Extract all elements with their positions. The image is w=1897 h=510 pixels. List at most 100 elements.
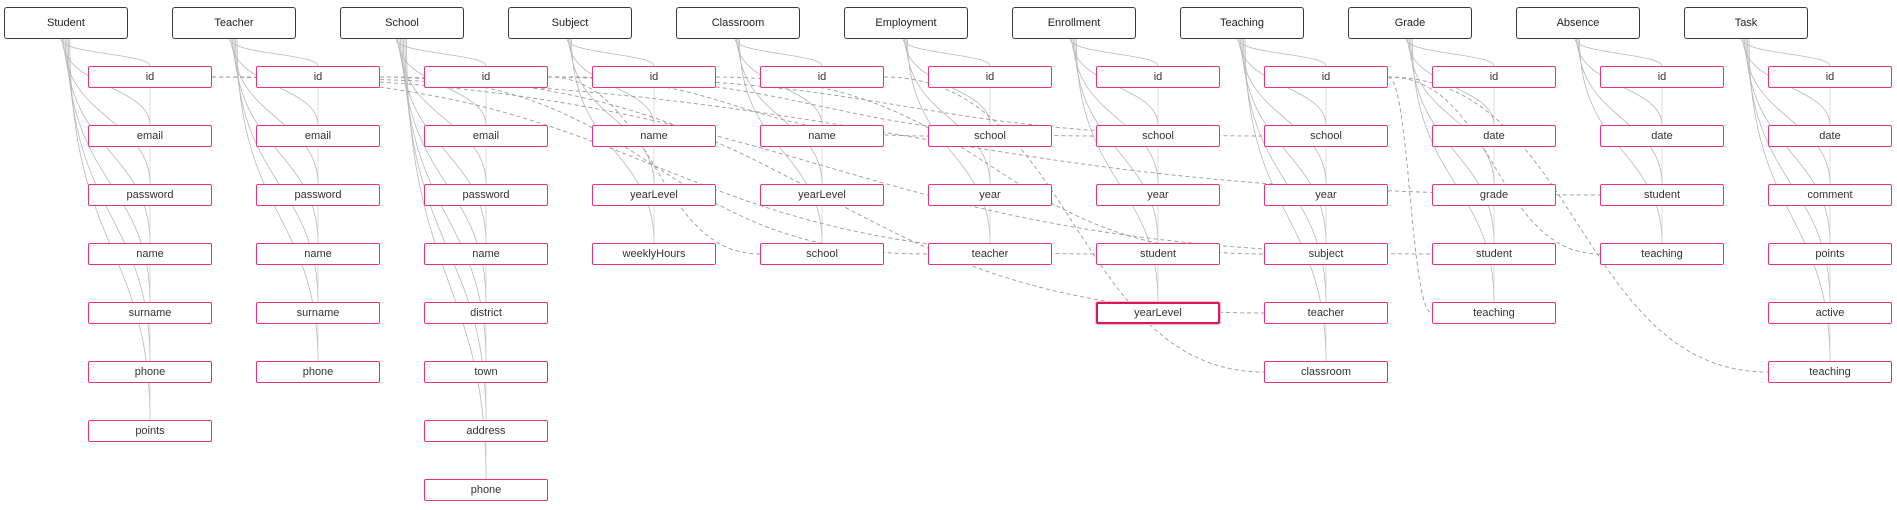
field-school-town[interactable]: town <box>424 361 548 383</box>
field-student-password[interactable]: password <box>88 184 212 206</box>
field-teacher-email[interactable]: email <box>256 125 380 147</box>
edge-classroom-school <box>739 38 823 244</box>
field-employment-id[interactable]: id <box>928 66 1052 88</box>
relation-absence-teaching-to-teaching <box>1387 76 1601 255</box>
field-subject-year-level[interactable]: yearLevel <box>592 184 716 206</box>
field-teacher-phone[interactable]: phone <box>256 361 380 383</box>
field-grade-grade[interactable]: grade <box>1432 184 1556 206</box>
edge-school-password <box>398 38 487 185</box>
field-task-teaching[interactable]: teaching <box>1768 361 1892 383</box>
field-classroom-name[interactable]: name <box>760 125 884 147</box>
edge-classroom-id <box>734 38 823 67</box>
relation-enrollment-student-to-student <box>211 76 1097 255</box>
field-teacher-id[interactable]: id <box>256 66 380 88</box>
entity-grade[interactable]: Grade <box>1348 7 1472 39</box>
entity-teacher[interactable]: Teacher <box>172 7 296 39</box>
field-teaching-teacher[interactable]: teacher <box>1264 302 1388 324</box>
entity-teaching[interactable]: Teaching <box>1180 7 1304 39</box>
entity-absence[interactable]: Absence <box>1516 7 1640 39</box>
entity-enrollment[interactable]: Enrollment <box>1012 7 1136 39</box>
edge-absence-id <box>1574 38 1663 67</box>
field-teaching-year[interactable]: year <box>1264 184 1388 206</box>
field-task-date[interactable]: date <box>1768 125 1892 147</box>
field-student-points[interactable]: points <box>88 420 212 442</box>
field-teacher-name[interactable]: name <box>256 243 380 265</box>
edge-employment-id <box>902 38 991 67</box>
field-school-address[interactable]: address <box>424 420 548 442</box>
relation-grade-teaching-to-teaching <box>1387 76 1433 314</box>
entity-classroom[interactable]: Classroom <box>676 7 800 39</box>
field-absence-teaching[interactable]: teaching <box>1600 243 1724 265</box>
field-school-password[interactable]: password <box>424 184 548 206</box>
field-student-surname[interactable]: surname <box>88 302 212 324</box>
field-subject-weekly-hours[interactable]: weeklyHours <box>592 243 716 265</box>
edge-subject-weekly-hours <box>571 38 655 244</box>
field-subject-name[interactable]: name <box>592 125 716 147</box>
edge-employment-teacher <box>907 38 991 244</box>
relation-teaching-classroom-to-classroom <box>883 76 1265 373</box>
field-student-name[interactable]: name <box>88 243 212 265</box>
edge-grade-grade <box>1408 38 1495 185</box>
edge-subject-id <box>566 38 655 67</box>
field-teacher-password[interactable]: password <box>256 184 380 206</box>
field-task-points[interactable]: points <box>1768 243 1892 265</box>
field-student-id[interactable]: id <box>88 66 212 88</box>
field-employment-teacher[interactable]: teacher <box>928 243 1052 265</box>
edge-teacher-password <box>232 38 319 185</box>
field-student-phone[interactable]: phone <box>88 361 212 383</box>
edge-task-id <box>1741 38 1831 67</box>
entity-subject[interactable]: Subject <box>508 7 632 39</box>
edge-school-id <box>395 38 487 67</box>
field-employment-school[interactable]: school <box>928 125 1052 147</box>
field-teaching-classroom[interactable]: classroom <box>1264 361 1388 383</box>
relation-classroom-school-to-school <box>547 76 761 255</box>
field-enrollment-school[interactable]: school <box>1096 125 1220 147</box>
field-grade-date[interactable]: date <box>1432 125 1556 147</box>
edge-enrollment-id <box>1069 38 1159 67</box>
field-enrollment-year-level[interactable]: yearLevel <box>1096 302 1220 324</box>
field-grade-teaching[interactable]: teaching <box>1432 302 1556 324</box>
field-student-email[interactable]: email <box>88 125 212 147</box>
entity-student[interactable]: Student <box>4 7 128 39</box>
entity-school[interactable]: School <box>340 7 464 39</box>
field-classroom-school[interactable]: school <box>760 243 884 265</box>
edge-enrollment-year <box>1072 38 1159 185</box>
field-grade-student[interactable]: student <box>1432 243 1556 265</box>
edge-grade-id <box>1405 38 1495 67</box>
field-absence-id[interactable]: id <box>1600 66 1724 88</box>
field-absence-date[interactable]: date <box>1600 125 1724 147</box>
field-absence-student[interactable]: student <box>1600 184 1724 206</box>
field-employment-year[interactable]: year <box>928 184 1052 206</box>
edge-employment-year <box>905 38 991 185</box>
field-teacher-surname[interactable]: surname <box>256 302 380 324</box>
field-teaching-subject[interactable]: subject <box>1264 243 1388 265</box>
field-task-comment[interactable]: comment <box>1768 184 1892 206</box>
field-enrollment-id[interactable]: id <box>1096 66 1220 88</box>
field-task-id[interactable]: id <box>1768 66 1892 88</box>
edge-student-id <box>60 38 151 67</box>
field-classroom-year-level[interactable]: yearLevel <box>760 184 884 206</box>
edge-absence-student <box>1577 38 1663 185</box>
field-school-email[interactable]: email <box>424 125 548 147</box>
field-subject-id[interactable]: id <box>592 66 716 88</box>
field-classroom-id[interactable]: id <box>760 66 884 88</box>
field-teaching-school[interactable]: school <box>1264 125 1388 147</box>
field-school-district[interactable]: district <box>424 302 548 324</box>
field-enrollment-year[interactable]: year <box>1096 184 1220 206</box>
field-school-phone[interactable]: phone <box>424 479 548 501</box>
edge-task-comment <box>1744 38 1831 185</box>
field-school-name[interactable]: name <box>424 243 548 265</box>
edge-school-phone <box>406 38 487 480</box>
relation-task-teaching-to-teaching <box>1387 76 1769 373</box>
field-grade-id[interactable]: id <box>1432 66 1556 88</box>
field-enrollment-student[interactable]: student <box>1096 243 1220 265</box>
entity-task[interactable]: Task <box>1684 7 1808 39</box>
field-school-id[interactable]: id <box>424 66 548 88</box>
entity-employment[interactable]: Employment <box>844 7 968 39</box>
edge-teacher-id <box>229 38 319 67</box>
edge-absence-teaching <box>1579 38 1663 244</box>
edge-teaching-year <box>1240 38 1327 185</box>
field-teaching-id[interactable]: id <box>1264 66 1388 88</box>
field-task-active[interactable]: active <box>1768 302 1892 324</box>
